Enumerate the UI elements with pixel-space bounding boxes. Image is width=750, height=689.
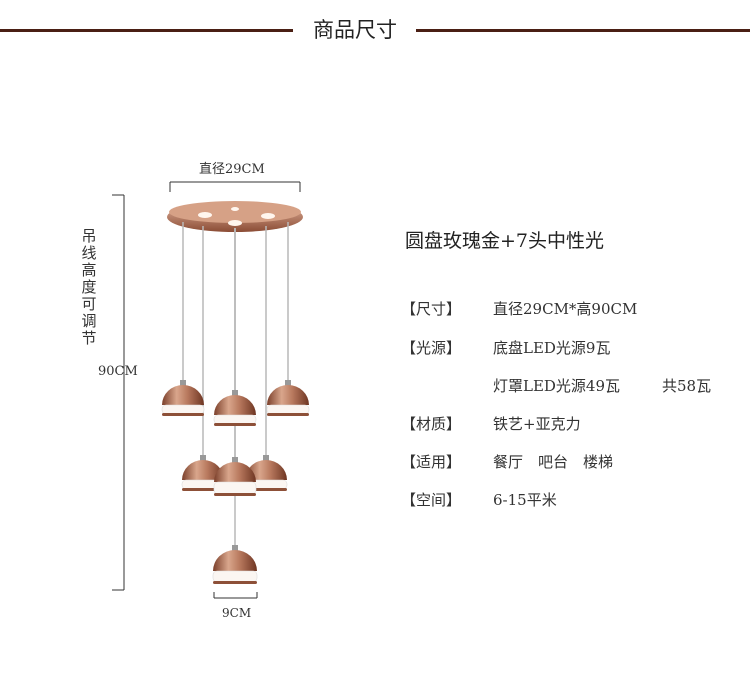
- spec-row-usage: 【适用】 餐厅 吧台 楼梯: [401, 451, 613, 472]
- shade-3: [266, 380, 310, 416]
- shade-7: [212, 545, 258, 584]
- shade-1: [161, 380, 205, 416]
- product-title: 圆盘玫瑰金+7头中性光: [405, 230, 605, 252]
- shade-2: [213, 390, 257, 426]
- diameter-dimension: [169, 181, 301, 192]
- header-divider-left: [0, 29, 293, 32]
- light-source-shade-value: 灯罩LED光源49瓦: [493, 377, 621, 395]
- spec-value: 餐厅 吧台 楼梯: [493, 453, 614, 471]
- spec-row-material: 【材质】 铁艺+亚克力: [401, 413, 581, 434]
- spec-value: 直径29CM*高90CM: [493, 300, 638, 318]
- header-divider-right: [416, 29, 750, 32]
- spec-key: 【材质】: [401, 415, 462, 433]
- spec-key: 【适用】: [401, 453, 462, 471]
- page-title: 商品尺寸: [313, 18, 397, 42]
- adjustable-cord-note: 吊线高度可调节: [81, 227, 97, 347]
- shade-width-label: 9CM: [222, 606, 252, 620]
- suspension-cords: [182, 222, 289, 550]
- spec-row-space: 【空间】 6-15平米: [401, 489, 557, 510]
- spec-value: 底盘LED光源9瓦: [493, 339, 611, 357]
- shade-width-dimension: [213, 592, 258, 599]
- spec-row-size: 【尺寸】 直径29CM*高90CM: [401, 298, 637, 319]
- spec-key: 【光源】: [401, 339, 462, 357]
- height-dimension: [112, 194, 125, 591]
- canopy-plate: [167, 201, 303, 232]
- shade-4: [181, 455, 225, 491]
- spec-key: 【尺寸】: [401, 300, 462, 318]
- spec-value: 铁艺+亚克力: [493, 415, 581, 433]
- spec-key: 【空间】: [401, 491, 462, 509]
- shade-6: [213, 457, 257, 496]
- spec-value: 6-15平米: [493, 491, 557, 509]
- diameter-label: 直径29CM: [199, 162, 265, 177]
- height-label: 90CM: [98, 364, 138, 379]
- spec-row-light-source: 【光源】 底盘LED光源9瓦: [401, 337, 610, 358]
- light-source-total: 共58瓦: [662, 377, 712, 395]
